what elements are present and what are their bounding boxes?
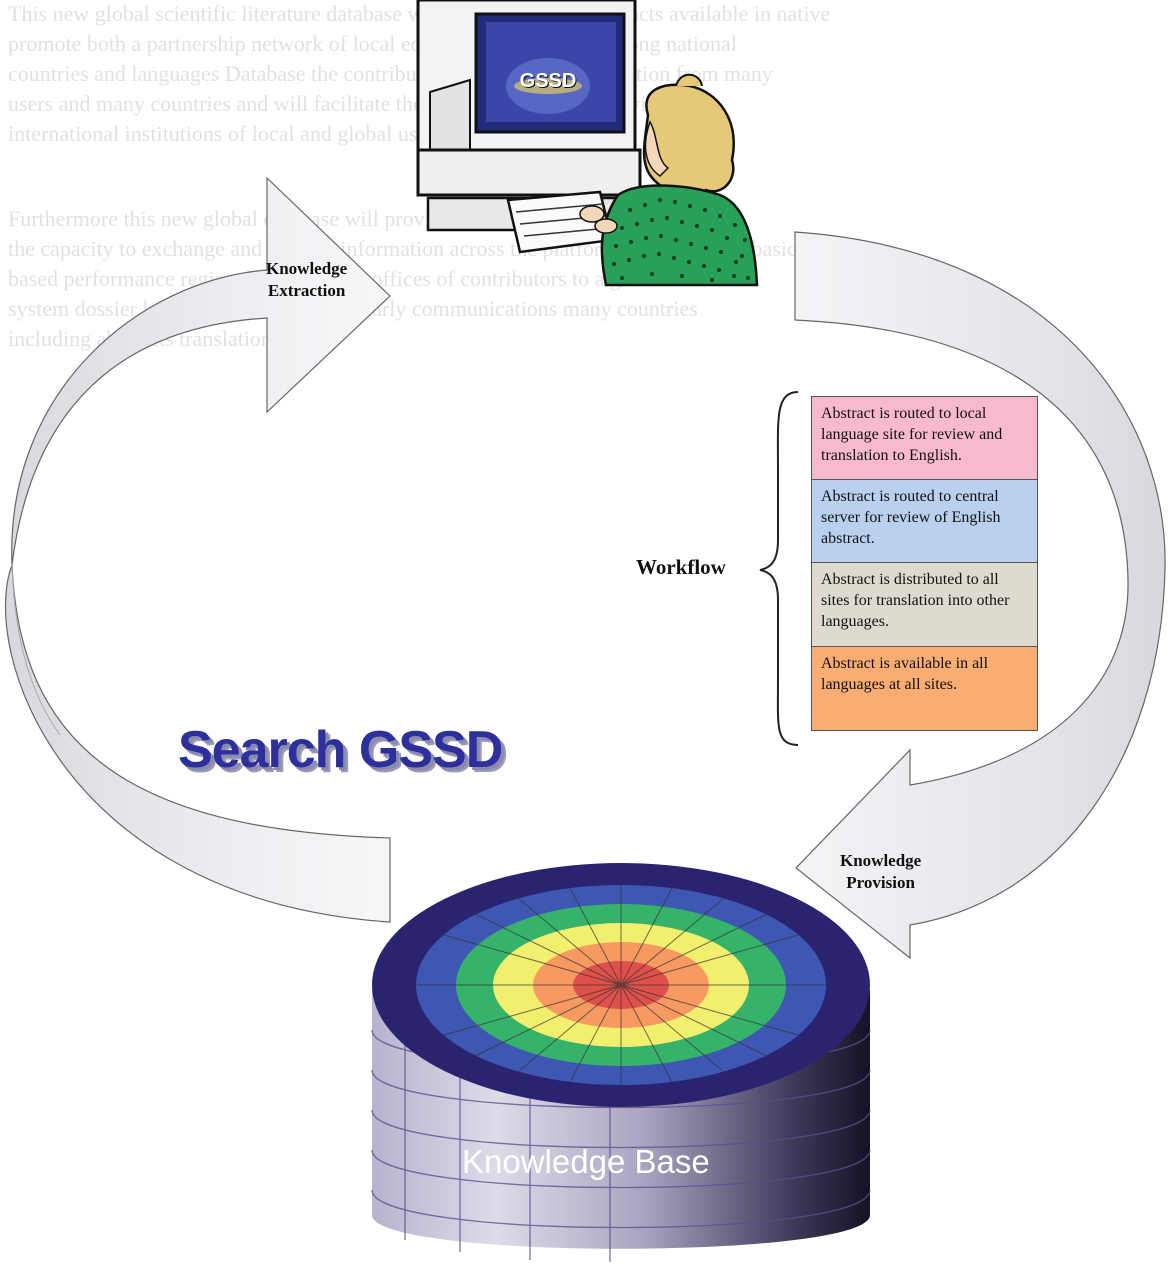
workflow-label: Workflow bbox=[636, 555, 726, 579]
workflow-steps: Abstract is routed to local language sit… bbox=[811, 396, 1038, 731]
search-gssd-title: Search GSSD bbox=[178, 721, 503, 779]
knowledge-extraction-line1: Knowledge bbox=[266, 259, 348, 278]
workflow-step: Abstract is routed to central server for… bbox=[811, 479, 1038, 563]
extraction-arrow bbox=[5, 176, 391, 923]
workflow-step: Abstract is routed to local language sit… bbox=[811, 396, 1038, 480]
knowledge-base-cylinder bbox=[371, 863, 871, 1262]
knowledge-provision-label: Knowledge Provision bbox=[840, 850, 921, 894]
knowledge-provision-line2: Provision bbox=[846, 873, 915, 892]
knowledge-provision-line1: Knowledge bbox=[840, 851, 922, 870]
monitor-screen-label: GSSD bbox=[519, 70, 577, 92]
knowledge-extraction-line2: Extraction bbox=[267, 281, 346, 300]
knowledge-extraction-label: Knowledge Extraction bbox=[266, 258, 347, 302]
computer-user-illustration bbox=[416, 0, 759, 287]
workflow-step: Abstract is available in all languages a… bbox=[811, 646, 1038, 731]
workflow-step: Abstract is distributed to all sites for… bbox=[811, 562, 1038, 647]
provision-arrow bbox=[794, 231, 1166, 960]
knowledge-base-label: Knowledge Base bbox=[462, 1143, 710, 1180]
bg-line: countries and languages Database the con… bbox=[8, 61, 773, 86]
workflow-brace bbox=[759, 391, 799, 746]
